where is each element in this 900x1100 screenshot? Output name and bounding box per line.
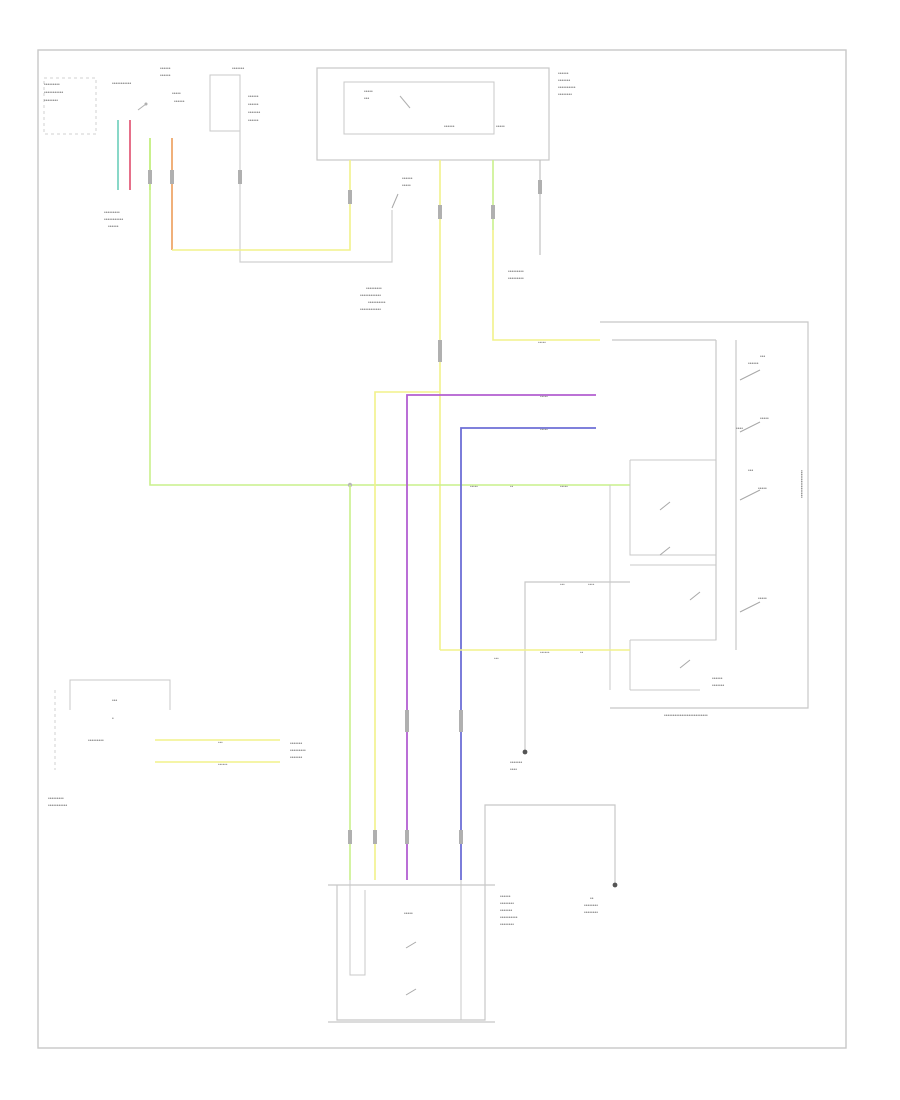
svg-text:•••••••••: ••••••••• <box>290 748 306 754</box>
left-middle-module: ••• • ••••••••• ••• •••••• ••••••• •••••… <box>48 679 306 809</box>
svg-text:••••••••••••: •••••••••••• <box>360 293 381 299</box>
top-relay-module: ••••• ••• •••••• ••••• •••••• ••••••• ••… <box>316 67 576 161</box>
svg-text:••••: •••• <box>510 767 517 773</box>
svg-text:••••••: •••••• <box>402 176 413 182</box>
svg-text:•••••••••••: ••••••••••• <box>104 217 124 223</box>
svg-text:•••••••••••: ••••••••••• <box>48 803 68 809</box>
svg-text:•••: ••• <box>218 740 223 745</box>
svg-text:•••••: ••••• <box>364 89 373 95</box>
svg-text:•••••: ••••• <box>470 484 478 489</box>
svg-text:•••••••••: ••••••••• <box>44 82 60 88</box>
svg-text:•••••: ••••• <box>402 183 411 189</box>
svg-text:••••••••••: •••••••••• <box>558 85 576 91</box>
diagram-border <box>37 49 847 1049</box>
relay-box-small <box>209 74 241 132</box>
svg-text:••••••: •••••• <box>712 676 723 682</box>
svg-text:•••••••: ••••••• <box>290 755 303 761</box>
svg-text:•••: ••• <box>112 698 118 704</box>
top-left-connector-cluster: ••••••••• ••••••••••• •••••••• •••••••••… <box>43 66 261 250</box>
svg-text:•••••••••••: ••••••••••• <box>44 90 64 96</box>
svg-text:•••••: ••••• <box>540 427 548 432</box>
svg-text:•••••••: ••••••• <box>500 908 513 914</box>
svg-text:•••••••: ••••••• <box>712 683 725 689</box>
svg-text:••••••••: •••••••• <box>500 901 514 907</box>
svg-text:•: • <box>112 716 114 722</box>
svg-text:••: •• <box>590 896 594 902</box>
svg-text:••••: •••• <box>588 582 595 587</box>
svg-text:•••••••: ••••••• <box>558 78 571 84</box>
svg-text:•••••: ••••• <box>404 911 413 917</box>
svg-text:••••••: •••••• <box>218 762 228 767</box>
svg-text:••••••: •••••• <box>444 124 455 130</box>
svg-text:•••••••: ••••••• <box>510 760 523 766</box>
svg-text:•••: ••• <box>760 354 766 360</box>
svg-text:••••••: •••••• <box>174 99 185 105</box>
svg-text:•••••: ••••• <box>496 124 505 130</box>
svg-text:•••••: ••••• <box>758 596 767 602</box>
svg-text:••••••••••: •••••••••• <box>500 915 518 921</box>
svg-text:•••••••: ••••••• <box>290 741 303 747</box>
svg-text:••••••: •••••• <box>108 224 119 230</box>
svg-text:••••••: •••••• <box>248 94 259 100</box>
svg-text:•••••: ••••• <box>758 486 767 492</box>
svg-text:•••••••••••••••••••••••••: ••••••••••••••••••••••••• <box>664 713 708 719</box>
svg-text:••••••••••: •••••••••• <box>368 300 386 306</box>
svg-text:•••••••••: ••••••••• <box>508 276 524 282</box>
svg-text:••: •• <box>580 650 584 655</box>
svg-text:•••••••••••: ••••••••••• <box>112 81 132 87</box>
wire-gray-relay <box>239 130 393 263</box>
svg-text:•••••••: ••••••• <box>248 110 261 116</box>
svg-text:••••••: •••••• <box>558 71 569 77</box>
svg-text:••••••••: •••••••• <box>584 903 598 909</box>
relay-module-box <box>316 67 550 161</box>
svg-text:••••••••••••••••: •••••••••••••••• <box>798 470 804 498</box>
svg-text:•••••: ••••• <box>760 416 769 422</box>
wire-green-main <box>149 190 630 486</box>
svg-text:••••••••: •••••••• <box>558 92 572 98</box>
svg-text:•••••••••: ••••••••• <box>508 269 524 275</box>
svg-text:•••••••••: ••••••••• <box>104 210 120 216</box>
svg-text:•••••: ••••• <box>540 394 548 399</box>
svg-text:•••: ••• <box>364 96 370 102</box>
wire-yellow-top <box>172 160 351 251</box>
svg-text:••••••••••••: •••••••••••• <box>360 307 381 313</box>
wire-blue <box>460 427 596 880</box>
connector-marks <box>148 170 542 844</box>
wire-gray-loop <box>524 581 630 700</box>
svg-text:•••••: ••••• <box>560 484 568 489</box>
svg-text:••••••••: •••••••• <box>584 910 598 916</box>
svg-text:••••••••: •••••••• <box>500 922 514 928</box>
wire-yellow-right <box>492 230 600 341</box>
svg-text:••••••: •••••• <box>248 118 259 124</box>
svg-text:•••••: ••••• <box>172 91 181 97</box>
wire-magenta <box>406 394 596 880</box>
svg-text:•••••••••: ••••••••• <box>48 796 64 802</box>
svg-text:•••: ••• <box>748 468 754 474</box>
svg-text:••••••: •••••• <box>248 102 259 108</box>
svg-text:••••••: •••••• <box>748 361 759 367</box>
svg-text:•••••: ••••• <box>538 340 546 345</box>
svg-text:••••••: •••••• <box>160 66 171 72</box>
switch-assembly: ••• ••••• ••••• ••••• •••••• •••• ••• ••… <box>600 321 809 719</box>
svg-text:•••: ••• <box>560 582 565 587</box>
svg-text:••: •• <box>510 484 514 489</box>
svg-text:•••••••••: ••••••••• <box>88 738 104 744</box>
svg-text:••••: •••• <box>736 426 743 432</box>
svg-text:••••••••: •••••••• <box>44 98 58 104</box>
svg-text:••••••: •••••• <box>500 894 511 900</box>
wire-yellow-vertical <box>374 391 440 880</box>
left-connector-bracket <box>43 77 97 135</box>
svg-text:•••••••: ••••••• <box>232 66 245 72</box>
svg-text:•••: ••• <box>494 656 499 661</box>
svg-text:••••••: •••••• <box>160 73 171 79</box>
svg-text:•••••••••: ••••••••• <box>366 286 382 292</box>
svg-text:••••••: •••••• <box>540 650 550 655</box>
bottom-motor-assembly: ••••• •••••• •••••••• ••••••• ••••••••••… <box>328 804 618 1023</box>
